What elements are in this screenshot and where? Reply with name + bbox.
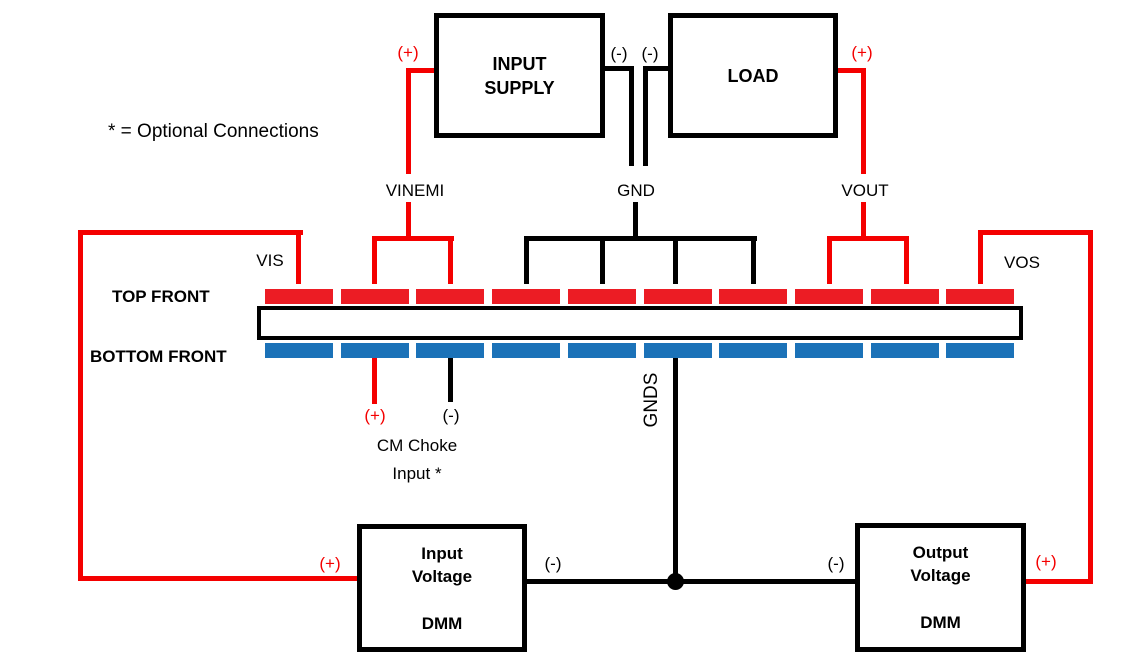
bottom-pad [644, 343, 712, 358]
supply-minus-wire-v [629, 66, 634, 166]
load-plus-wire-h [838, 68, 866, 73]
vis-label: VIS [256, 251, 284, 270]
choke-minus-label: (-) [442, 406, 460, 425]
output-dmm-plus-wire [1026, 579, 1093, 584]
bottom-pad [719, 343, 787, 358]
vout-stem [861, 202, 866, 238]
top-pad [719, 289, 787, 304]
vout-pad-drop-1 [827, 236, 832, 284]
bottom-front-label: BOTTOM FRONT [90, 347, 227, 366]
top-front-label: TOP FRONT [112, 287, 210, 306]
vos-label: VOS [1004, 253, 1040, 272]
vos-wire-top [978, 230, 1093, 235]
top-pad [795, 289, 863, 304]
gnd-pad-drop-3 [673, 236, 678, 284]
gnd-pad-drop-1 [524, 236, 529, 284]
vout-bracket [827, 236, 909, 241]
load-minus-label: (-) [641, 44, 659, 63]
terminal-strip-board [257, 306, 1023, 340]
vis-wire-top [78, 230, 303, 235]
choke-plus-label: (+) [364, 406, 386, 425]
vinemi-pad-drop-2 [448, 236, 453, 284]
vout-pad-drop-2 [904, 236, 909, 284]
gnds-wire [673, 358, 678, 585]
supply-plus-label: (+) [397, 43, 419, 62]
top-pad [871, 289, 939, 304]
choke-minus-wire [448, 358, 453, 402]
top-pad [265, 289, 333, 304]
load-minus-wire-h [643, 66, 668, 71]
vinemi-stem [406, 202, 411, 238]
bottom-pad [265, 343, 333, 358]
bottom-pad [946, 343, 1014, 358]
top-pads [265, 289, 1023, 304]
vinemi-pad-drop-1 [372, 236, 377, 284]
input-voltage-dmm-box: Input Voltage DMM [357, 524, 527, 652]
bottom-pad [795, 343, 863, 358]
input-dmm-minus-label: (-) [544, 554, 562, 573]
dmm-common-wire [527, 579, 857, 584]
load-plus-wire-v [861, 68, 866, 174]
optional-connections-note: * = Optional Connections [108, 121, 319, 142]
input-supply-label-line1: INPUT [492, 53, 547, 74]
gnd-pad-drop-2 [600, 236, 605, 284]
vis-pad-drop [296, 230, 301, 284]
supply-plus-wire-h [406, 68, 434, 73]
input-dmm-plus-wire [78, 576, 357, 581]
cm-choke-label-line1: CM Choke [376, 436, 458, 455]
supply-minus-wire-h [605, 66, 632, 71]
top-pad [644, 289, 712, 304]
output-dmm-line3: DMM [920, 613, 961, 632]
top-pad [416, 289, 484, 304]
input-dmm-line2: Voltage [411, 566, 473, 586]
bottom-pad [416, 343, 484, 358]
top-pad [946, 289, 1014, 304]
vos-pad-drop [978, 230, 983, 284]
vos-wire-right [1088, 230, 1093, 584]
input-supply-box: INPUT SUPPLY [434, 13, 605, 138]
bottom-pad [871, 343, 939, 358]
bottom-pads [265, 343, 1023, 358]
load-box: LOAD [668, 13, 838, 138]
output-dmm-line2: Voltage [910, 566, 971, 585]
bottom-pad [568, 343, 636, 358]
input-dmm-line1: Input [421, 543, 463, 563]
gnds-junction-dot [667, 573, 684, 590]
gnd-stem [633, 202, 638, 238]
vinemi-bracket [372, 236, 454, 241]
cm-choke-label-line2: Input * [392, 464, 442, 483]
top-pad [492, 289, 560, 304]
vinemi-label: VINEMI [385, 181, 445, 200]
supply-minus-label: (-) [610, 44, 628, 63]
load-plus-label: (+) [851, 43, 873, 62]
vis-wire-left [78, 230, 83, 581]
output-dmm-line1: Output [912, 543, 969, 562]
top-pad [341, 289, 409, 304]
gnd-bracket [524, 236, 757, 241]
bottom-pad [492, 343, 560, 358]
input-supply-label-line2: SUPPLY [484, 77, 555, 98]
output-voltage-dmm-box: Output Voltage DMM [855, 523, 1026, 652]
bottom-pad [341, 343, 409, 358]
supply-plus-wire-v [406, 68, 411, 174]
load-label: LOAD [727, 65, 779, 86]
gnds-label: GNDS [641, 372, 662, 428]
input-dmm-line3: DMM [421, 613, 463, 633]
gnd-pad-drop-4 [751, 236, 756, 284]
choke-plus-wire [372, 358, 377, 404]
gnd-label: GND [617, 181, 655, 200]
input-dmm-plus-label: (+) [319, 554, 341, 573]
output-dmm-minus-label: (-) [827, 554, 845, 573]
load-minus-wire-v [643, 66, 648, 166]
top-pad [568, 289, 636, 304]
vout-label: VOUT [841, 181, 889, 200]
output-dmm-plus-label: (+) [1035, 552, 1057, 571]
